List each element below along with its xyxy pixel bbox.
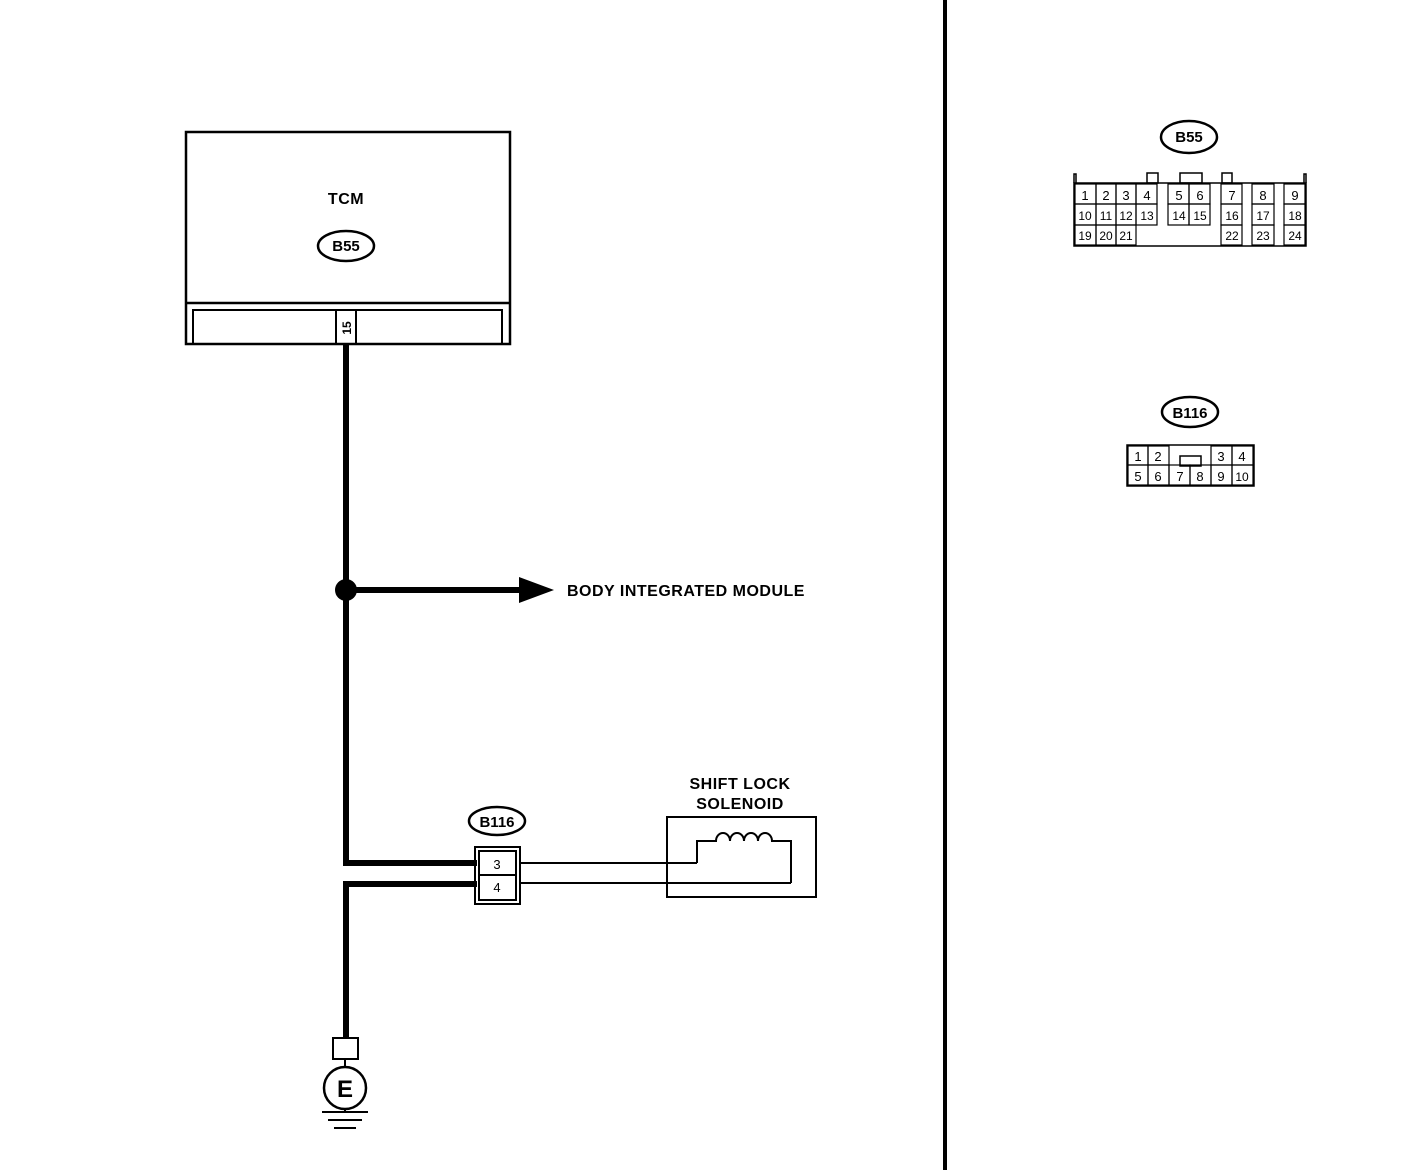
b116-view-tag: B116	[1172, 405, 1207, 422]
b55-view-tag: B55	[1175, 129, 1203, 146]
b55-view-pin: 18	[1288, 209, 1302, 223]
b55-view-pin: 17	[1256, 209, 1270, 223]
tcm-unit: 15 TCM B55	[184, 130, 512, 346]
coil-icon	[696, 832, 792, 883]
b55-view-pin: 16	[1225, 209, 1239, 223]
b116-view-pin: 2	[1154, 449, 1161, 464]
b116-view-pin: 6	[1154, 469, 1161, 484]
b116-pin-4: 4	[493, 880, 500, 895]
b55-view-pin: 20	[1099, 229, 1113, 243]
solenoid-wires	[520, 862, 791, 884]
arrow-right-icon	[519, 577, 554, 603]
ground-icon	[322, 1111, 368, 1129]
b55-view-pin: 14	[1172, 209, 1186, 223]
b116-view-tag-oval	[1160, 395, 1220, 429]
body-module-label: BODY INTEGRATED MODULE	[567, 583, 805, 600]
b55-view-pin: 23	[1256, 229, 1270, 243]
b116-tag-oval	[467, 805, 527, 837]
b55-view-pin: 7	[1228, 188, 1235, 203]
connector-view-b55: B55	[1073, 119, 1307, 247]
b55-view-pin: 9	[1291, 188, 1298, 203]
b55-view-pin: 1	[1081, 188, 1088, 203]
connector-view-b116: B116 1 2 3 4 5 6 7 8 9 10	[1126, 395, 1255, 487]
b55-view-tag-oval	[1159, 119, 1219, 155]
tcm-title: TCM	[328, 191, 364, 208]
b116-view-pin: 7	[1176, 469, 1183, 484]
tcm-connector-tag: B55	[332, 238, 360, 255]
b55-view-pin: 5	[1175, 188, 1182, 203]
solenoid-label-line2: SOLENOID	[696, 796, 784, 813]
solenoid-label-line1: SHIFT LOCK	[690, 776, 791, 793]
b116-view-pin: 4	[1238, 449, 1245, 464]
b55-view-pin: 10	[1078, 209, 1092, 223]
b116-view-pin: 1	[1134, 449, 1141, 464]
tcm-connector-tag-oval	[316, 229, 376, 263]
b55-view-pin: 21	[1119, 229, 1133, 243]
b55-view-pin: 24	[1288, 229, 1302, 243]
b55-view-pin: 19	[1078, 229, 1092, 243]
b116-tag: B116	[479, 814, 514, 831]
b116-view-pin: 5	[1134, 469, 1141, 484]
b55-view-pin: 4	[1143, 188, 1150, 203]
connector-b116: B116 3 4	[467, 805, 527, 905]
shift-lock-solenoid: SHIFT LOCK SOLENOID	[666, 776, 817, 898]
ground-circuit: E	[322, 881, 477, 1129]
b55-view-pin: 12	[1119, 209, 1133, 223]
b55-view-pin: 13	[1140, 209, 1154, 223]
b55-view-pin: 11	[1100, 209, 1113, 223]
b55-view-pin: 2	[1102, 188, 1109, 203]
tcm-pin-15-label: 15	[340, 321, 354, 335]
b55-view-pin: 8	[1259, 188, 1266, 203]
b55-view-pin: 15	[1193, 209, 1207, 223]
main-wire	[343, 344, 477, 866]
b55-view-pin: 6	[1196, 188, 1203, 203]
b116-view-pin: 8	[1196, 469, 1203, 484]
b116-view-pin: 9	[1217, 469, 1224, 484]
b116-pin-3: 3	[493, 857, 500, 872]
body-module-branch: BODY INTEGRATED MODULE	[335, 577, 805, 603]
b116-view-pin: 10	[1235, 470, 1249, 484]
b55-view-pin: 22	[1225, 229, 1239, 243]
b116-view-pin: 3	[1217, 449, 1224, 464]
b55-view-pin: 3	[1122, 188, 1129, 203]
ground-label: E	[337, 1076, 353, 1103]
